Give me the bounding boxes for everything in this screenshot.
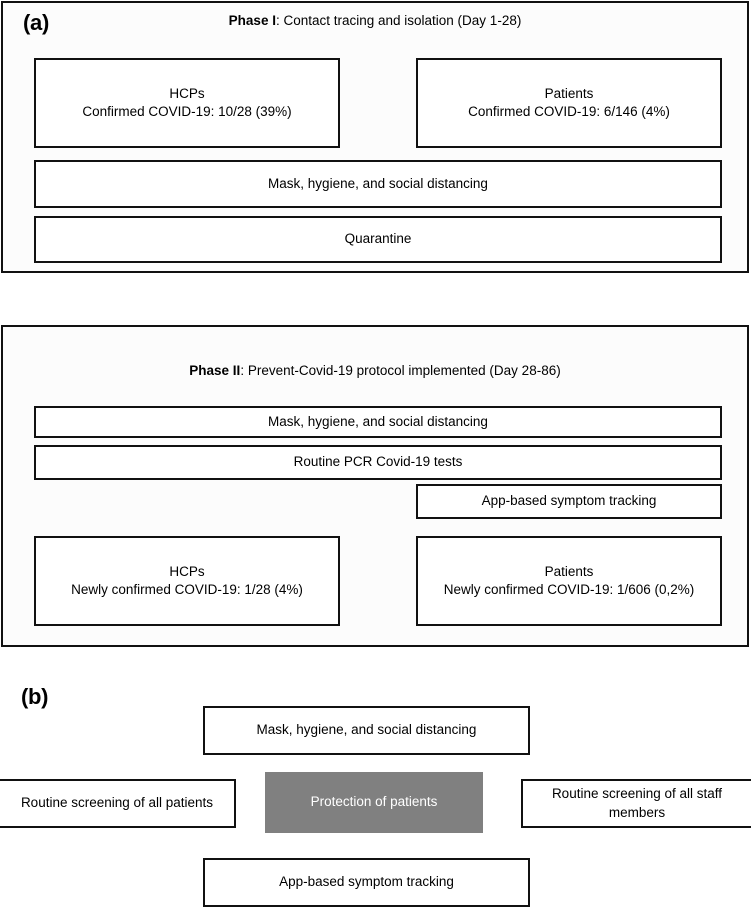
panel-b-screening-patients-label: Routine screening of all patients [20, 795, 214, 811]
panel-b-protection-of-patients-box: Protection of patients [265, 772, 483, 833]
panel-b-app-tracking-label: App-based symptom tracking [279, 874, 454, 890]
phase-1-title: Phase I: Contact tracing and isolation (… [3, 13, 747, 29]
panel-b-screening-patients-box: Routine screening of all patients [0, 779, 236, 828]
panel-b-screening-staff-box: Routine screening of all staff members [521, 779, 751, 828]
phase-2-hcps-line2: Newly confirmed COVID-19: 1/28 (4%) [71, 582, 303, 597]
phase-2-title-bold: Phase II [189, 363, 241, 378]
phase-2-panel: Phase II: Prevent-Covid-19 protocol impl… [1, 325, 749, 647]
phase-1-title-rest: : Contact tracing and isolation (Day 1-2… [275, 13, 522, 28]
phase-2-patients-box: Patients Newly confirmed COVID-19: 1/606… [416, 536, 722, 626]
phase-2-hcps-line1: HCPs [169, 563, 205, 579]
phase-1-quarantine-box: Quarantine [34, 216, 722, 263]
phase-2-patients-line1: Patients [544, 563, 594, 579]
phase-1-mask-label: Mask, hygiene, and social distancing [268, 175, 488, 191]
phase-2-title: Phase II: Prevent-Covid-19 protocol impl… [3, 363, 747, 379]
phase-2-patients-line2: Newly confirmed COVID-19: 1/606 (0,2%) [443, 582, 695, 597]
phase-2-pcr-box: Routine PCR Covid-19 tests [34, 445, 722, 480]
phase-1-patients-box: Patients Confirmed COVID-19: 6/146 (4%) [416, 58, 722, 148]
phase-1-patients-line1: Patients [544, 85, 594, 101]
phase-1-hcps-box: HCPs Confirmed COVID-19: 10/28 (39%) [34, 58, 340, 148]
phase-1-panel: (a) Phase I: Contact tracing and isolati… [1, 1, 749, 273]
panel-b-mask-box: Mask, hygiene, and social distancing [203, 706, 530, 755]
phase-1-quarantine-label: Quarantine [344, 231, 412, 247]
panel-b-app-tracking-box: App-based symptom tracking [203, 858, 530, 907]
panel-b: Mask, hygiene, and social distancing Rou… [0, 660, 751, 908]
phase-2-title-rest: : Prevent-Covid-19 protocol implemented … [240, 363, 561, 378]
panel-b-protection-of-patients-label: Protection of patients [310, 794, 438, 810]
phase-2-app-tracking-box: App-based symptom tracking [416, 484, 722, 519]
phase-2-pcr-label: Routine PCR Covid-19 tests [293, 454, 463, 470]
phase-1-title-bold: Phase I [228, 13, 276, 28]
panel-a-letter: (a) [23, 10, 49, 35]
panel-b-screening-staff-label: Routine screening of all staff members [551, 786, 723, 820]
panel-b-mask-label: Mask, hygiene, and social distancing [256, 722, 477, 738]
phase-2-mask-label: Mask, hygiene, and social distancing [268, 413, 488, 429]
phase-2-hcps-box: HCPs Newly confirmed COVID-19: 1/28 (4%) [34, 536, 340, 626]
phase-1-hcps-line1: HCPs [169, 85, 205, 101]
phase-1-hcps-line2: Confirmed COVID-19: 10/28 (39%) [82, 104, 292, 119]
panel-b-letter: (b) [21, 684, 49, 709]
phase-2-app-tracking-label: App-based symptom tracking [481, 493, 657, 509]
phase-1-patients-line2: Confirmed COVID-19: 6/146 (4%) [468, 104, 670, 119]
phase-2-mask-box: Mask, hygiene, and social distancing [34, 406, 722, 438]
phase-1-mask-box: Mask, hygiene, and social distancing [34, 160, 722, 208]
